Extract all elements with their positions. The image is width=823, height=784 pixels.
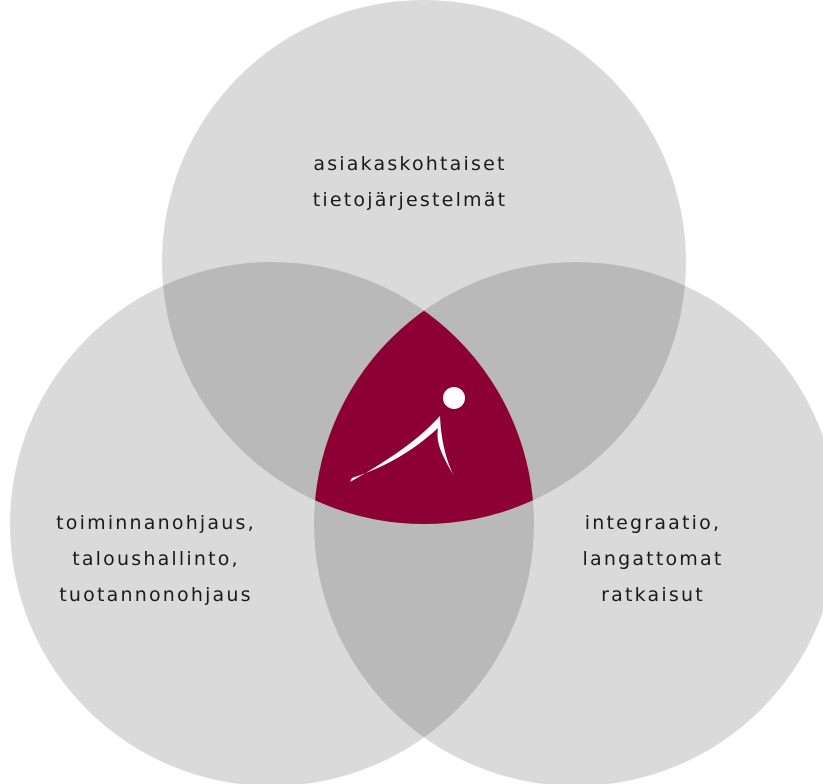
set-label-line: asiakaskohtaiset [313,153,507,175]
set-label-line: toiminnanohjaus, [56,512,256,534]
set-label-line: tietojärjestelmät [312,189,508,211]
set-label-line: langattomat [582,548,724,570]
set-label-line: integraatio, [584,512,722,534]
stylized-figure-icon [350,387,465,482]
set-label-top: asiakaskohtaiset tietojärjestelmät [230,146,590,218]
set-label-left: toiminnanohjaus, taloushallinto, tuotann… [0,505,312,613]
set-label-line: ratkaisut [601,584,705,606]
set-label-line: tuotannonohjaus [59,584,253,606]
set-label-right: integraatio, langattomat ratkaisut [538,505,768,613]
set-label-line: taloushallinto, [72,548,240,570]
